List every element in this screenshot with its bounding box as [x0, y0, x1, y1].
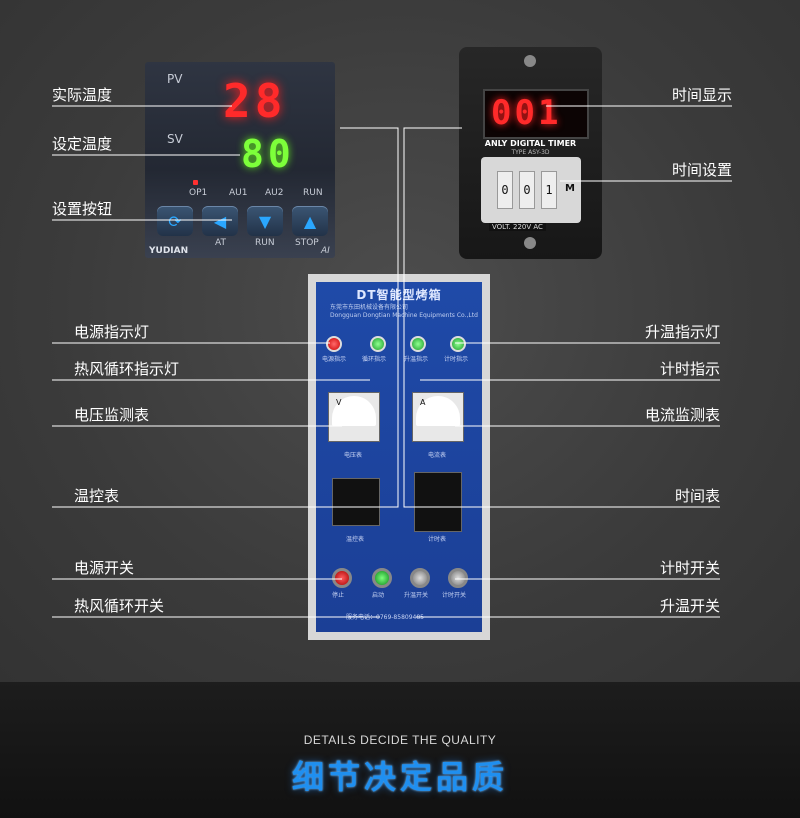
dial-2[interactable]: 0	[519, 171, 535, 209]
label-power-switch: 电源开关	[74, 559, 135, 577]
switch-label-1: 停止	[332, 592, 345, 599]
current-meter: A	[412, 392, 464, 442]
au2-label: AU2	[265, 188, 284, 198]
run-key[interactable]: ▼	[247, 206, 283, 236]
timer-digits: 001	[491, 93, 562, 133]
run-led-label: RUN	[303, 188, 323, 198]
footer-slogan: 细节决定品质	[291, 758, 508, 796]
power-lamp	[326, 336, 342, 352]
label-timer-switch: 计时开关	[659, 559, 720, 577]
voltage-label: 电压表	[344, 452, 363, 459]
label-time-setting: 时间设置	[671, 161, 732, 179]
timer-volt: VOLT. 220V AC	[489, 223, 546, 231]
pv-label: PV	[167, 72, 183, 86]
label-temp-controller: 温控表	[74, 487, 120, 505]
company-cn: 东莞市东田机械设备有限公司	[330, 304, 409, 311]
voltage-meter: V	[328, 392, 380, 442]
callout-lines	[52, 105, 732, 618]
lamp-label-1: 电源指示	[322, 356, 347, 363]
at-key[interactable]: ◀	[202, 206, 238, 236]
controller-keys: ⟳ ◀ ▼ ▲	[157, 206, 328, 236]
lamp-label-3: 升温指示	[404, 356, 429, 363]
label-voltage-meter: 电压监测表	[74, 406, 150, 424]
sv-display: 80	[241, 132, 295, 176]
label-timing-indicator: 计时指示	[659, 360, 720, 378]
heating-lamp	[410, 336, 426, 352]
timer-label: 计时表	[428, 536, 447, 543]
label-heating-indicator: 升温指示灯	[644, 323, 720, 341]
link-timer-to-panel	[403, 127, 462, 508]
service-phone: 服务电话：0769-85809485	[346, 614, 424, 621]
label-current-meter: 电流监测表	[644, 406, 720, 424]
voltage-meter-face: V	[332, 396, 376, 426]
current-label: 电流表	[428, 452, 447, 459]
timer-type: TYPE ASY-3D	[511, 149, 550, 156]
timer-box	[414, 472, 462, 532]
pv-display: 28	[223, 74, 287, 128]
voltage-unit: V	[336, 398, 342, 407]
model-tag: AI	[321, 246, 330, 256]
label-set-button: 设置按钮	[52, 200, 113, 218]
temp-controller-box	[332, 478, 380, 526]
down-arrow-icon: ▼	[258, 211, 272, 231]
stop-key-label: STOP	[295, 238, 319, 248]
timing-lamp	[450, 336, 466, 352]
top-screw	[524, 55, 536, 67]
timer-brand-title: ANLY DIGITAL TIMER	[484, 139, 577, 148]
timer-switch[interactable]	[448, 568, 468, 588]
label-set-temp: 设定温度	[52, 135, 113, 153]
stop-key[interactable]: ▲	[292, 206, 328, 236]
run-key-label: RUN	[255, 238, 275, 248]
left-arrow-icon: ◀	[213, 211, 227, 231]
digital-timer-photo: 001 ANLY DIGITAL TIMER TYPE ASY-3D 0 0 1…	[459, 47, 602, 259]
label-heating-switch: 升温开关	[659, 597, 720, 615]
cycle-icon: ⟳	[168, 211, 182, 231]
label-hot-air-indicator: 热风循环指示灯	[74, 360, 180, 378]
label-timer-meter: 时间表	[674, 487, 720, 505]
footer-band	[0, 682, 800, 818]
bottom-screw	[524, 237, 536, 249]
dial-unit: M	[565, 183, 575, 194]
op1-led	[193, 180, 198, 185]
circulation-lamp	[370, 336, 386, 352]
set-key[interactable]: ⟳	[157, 206, 193, 236]
label-time-display: 时间显示	[671, 86, 732, 104]
switch-label-2: 启动	[372, 592, 385, 599]
panel-face: DT智能型烤箱 东莞市东田机械设备有限公司 Dongguan Dongtian …	[316, 282, 482, 632]
footer-tagline: DETAILS DECIDE THE QUALITY	[303, 733, 497, 747]
switch-label-4: 计时开关	[442, 592, 467, 599]
current-unit: A	[420, 398, 426, 407]
at-key-label: AT	[215, 238, 226, 248]
op1-label: OP1	[189, 188, 208, 198]
oven-control-panel: DT智能型烤箱 东莞市东田机械设备有限公司 Dongguan Dongtian …	[308, 274, 490, 640]
temp-ctrl-label: 温控表	[346, 536, 365, 543]
stop-switch[interactable]	[332, 568, 352, 588]
label-hot-air-switch: 热风循环开关	[74, 597, 165, 615]
start-switch[interactable]	[372, 568, 392, 588]
dial-1[interactable]: 0	[497, 171, 513, 209]
up-arrow-icon: ▲	[303, 211, 317, 231]
temperature-controller-photo: PV SV 28 80 OP1 AU1 AU2 RUN ⟳ ◀ ▼ ▲ AT R…	[145, 62, 335, 258]
brand-logo-text: YUDIAN	[149, 246, 189, 256]
heating-switch[interactable]	[410, 568, 430, 588]
dial-3[interactable]: 1	[541, 171, 557, 209]
lamp-label-4: 计时指示	[444, 356, 469, 363]
switch-label-3: 升温开关	[404, 592, 429, 599]
au1-label: AU1	[229, 188, 248, 198]
lamp-label-2: 循环指示	[362, 356, 387, 363]
current-meter-face: A	[416, 396, 460, 426]
timer-display: 001	[483, 89, 589, 139]
sv-label: SV	[167, 132, 183, 146]
link-controller-to-panel	[340, 127, 399, 508]
label-power-indicator: 电源指示灯	[74, 323, 150, 341]
label-actual-temp: 实际温度	[52, 86, 113, 104]
timer-dial-box: 0 0 1 M	[481, 157, 581, 223]
